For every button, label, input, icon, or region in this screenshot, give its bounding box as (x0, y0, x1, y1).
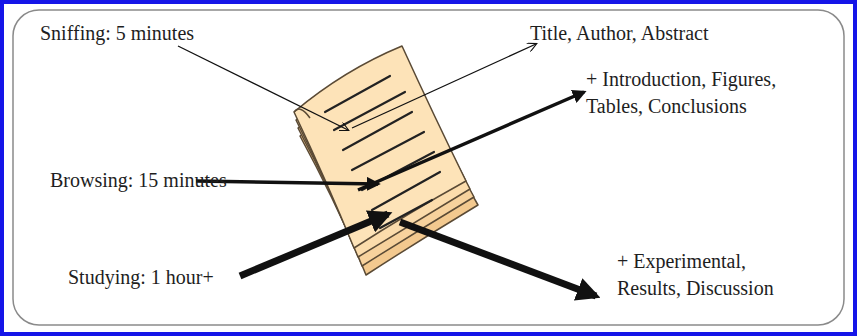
medium-arrow (358, 92, 584, 190)
content-list: Title, Author, Abstract (530, 20, 708, 47)
text-line (325, 76, 390, 112)
arrows (178, 44, 596, 296)
rounded-panel (13, 10, 844, 325)
thin-arrow (178, 46, 348, 130)
thick-arrow (240, 214, 388, 276)
reading-level: Studying: 1 hour+ (68, 264, 214, 291)
reading-level: Browsing: 15 minutes (50, 167, 227, 194)
thick-arrow (400, 222, 596, 296)
content-list: + Introduction, Figures, Tables, Conclus… (586, 66, 836, 120)
text-line (334, 92, 405, 130)
text-lines (325, 76, 440, 228)
reading-level: Sniffing: 5 minutes (40, 20, 194, 47)
content-list: + Experimental, Results, Discussion (617, 248, 802, 302)
thin-arrow (352, 44, 536, 128)
